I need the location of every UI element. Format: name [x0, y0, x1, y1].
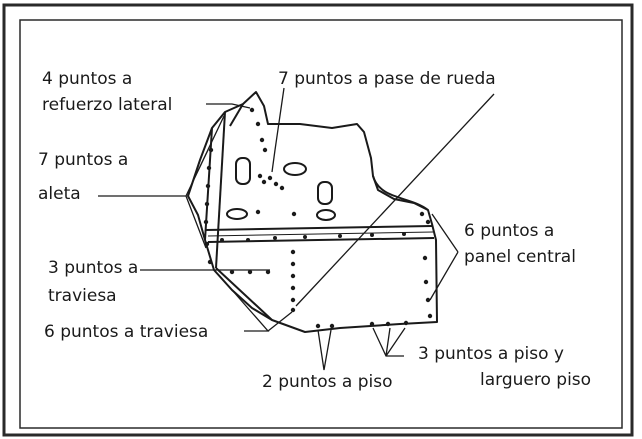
leader-panel-central [429, 213, 459, 301]
leader-aleta [98, 115, 225, 249]
label-aleta-line1: 7 puntos a [38, 150, 128, 170]
label-refuerzo-line2: refuerzo lateral [42, 95, 172, 115]
label-piso-larguero-line2: larguero piso [480, 370, 591, 390]
outer-border [2, 3, 634, 437]
crossmember-bottom [207, 237, 435, 243]
leader-traviesa-6 [217, 273, 293, 332]
label-pase-de-rueda: 7 puntos a pase de rueda [278, 69, 496, 89]
panel-outline [187, 91, 438, 333]
label-piso-2: 2 puntos a piso [262, 372, 392, 392]
label-piso-larguero-line1: 3 puntos a piso y [418, 344, 564, 364]
floor-edge [215, 267, 273, 321]
labels: 4 puntos a refuerzo lateral 7 puntos a p… [38, 69, 591, 392]
label-panel-central-line1: 6 puntos a [464, 221, 554, 241]
wheel-arch [372, 175, 429, 211]
flange-line-2 [215, 111, 226, 269]
inner-border [19, 19, 623, 429]
rear-panel-drawing [187, 91, 438, 333]
label-panel-central-line2: panel central [464, 247, 576, 267]
label-refuerzo-line1: 4 puntos a [42, 69, 132, 89]
slot-1 [235, 157, 251, 185]
leader-refuerzo [206, 103, 251, 109]
leader-piso-2 [317, 329, 332, 371]
slot-3 [317, 181, 333, 205]
flange-line-3 [229, 103, 244, 127]
slot-4 [226, 208, 248, 220]
label-traviesa-3-line2: traviesa [48, 286, 117, 306]
leader-lines [98, 87, 495, 371]
label-aleta-line2: aleta [38, 184, 81, 204]
label-traviesa-3-line1: 3 puntos a [48, 258, 138, 278]
crossmember-mid [207, 231, 434, 237]
crossmember-top [205, 225, 433, 231]
weld-spots [203, 107, 433, 329]
leader-pase [271, 87, 285, 173]
leader-long-diagonal [295, 93, 495, 307]
label-traviesa-6: 6 puntos a traviesa [44, 322, 208, 342]
leader-piso-larguero [372, 327, 406, 357]
slot-2 [283, 162, 307, 176]
slot-5 [316, 209, 336, 221]
